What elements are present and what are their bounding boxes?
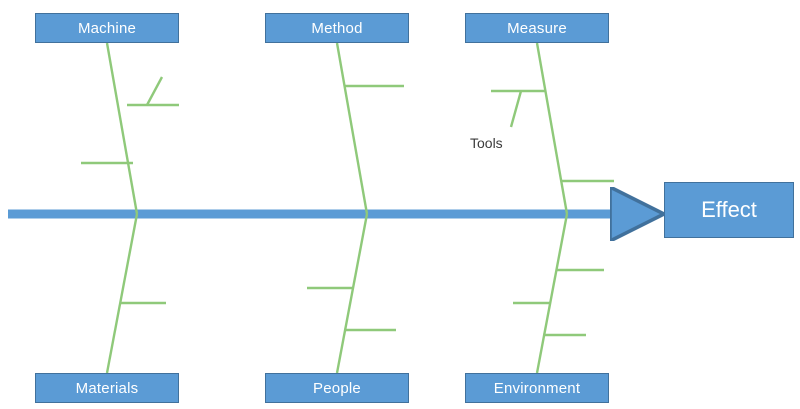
bone-group-method [335,42,404,215]
bone-measure-sub-1-twig [509,90,523,128]
bone-group-measure [491,42,614,215]
bone-people [335,213,369,374]
bone-method [335,42,369,215]
bone-environment [535,213,569,374]
bone-group-materials [105,213,166,374]
category-box-people[interactable]: People [265,373,409,403]
bone-group-people [307,213,396,374]
category-box-materials[interactable]: Materials [35,373,179,403]
bone-machine [105,42,139,215]
category-box-environment[interactable]: Environment [465,373,609,403]
category-box-method[interactable]: Method [265,13,409,43]
sub-cause-label-tools: Tools [470,135,503,151]
category-box-measure[interactable]: Measure [465,13,609,43]
bone-group-environment [513,213,604,374]
bone-group-machine [81,42,179,215]
effect-box[interactable]: Effect [664,182,794,238]
bone-materials [105,213,139,374]
bone-measure [535,42,569,215]
category-box-machine[interactable]: Machine [35,13,179,43]
bone-machine-sub-1-twig [145,76,164,106]
